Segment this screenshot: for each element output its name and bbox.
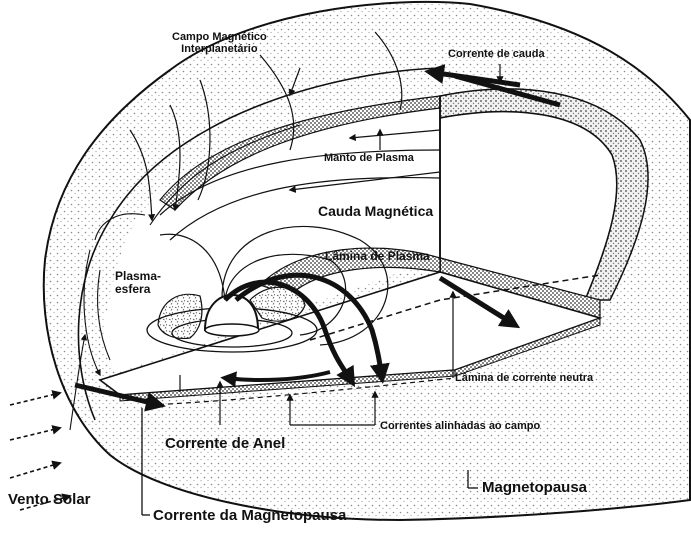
label-magnetotail: Cauda Magnética — [318, 204, 433, 219]
label-neutral-sheet: Lâmina de corrente neutra — [455, 372, 593, 384]
label-plasma-mantle: Manto de Plasma — [324, 152, 414, 164]
label-plasma-sheet: Lâmina de Plasma — [325, 250, 430, 263]
label-plasmasphere: Plasma- esfera — [115, 270, 161, 296]
label-ring-current: Corrente de Anel — [165, 436, 285, 453]
label-tail-current: Corrente de cauda — [448, 48, 545, 60]
label-magnetopause: Magnetopausa — [482, 480, 587, 497]
label-field-aligned-currents: Correntes alinhadas ao campo — [380, 420, 540, 432]
label-imf: Campo Magnético Interplanetário — [172, 31, 267, 55]
label-solar-wind: Vento Solar — [8, 492, 91, 509]
label-magnetopause-current: Corrente da Magnetopausa — [153, 508, 346, 525]
